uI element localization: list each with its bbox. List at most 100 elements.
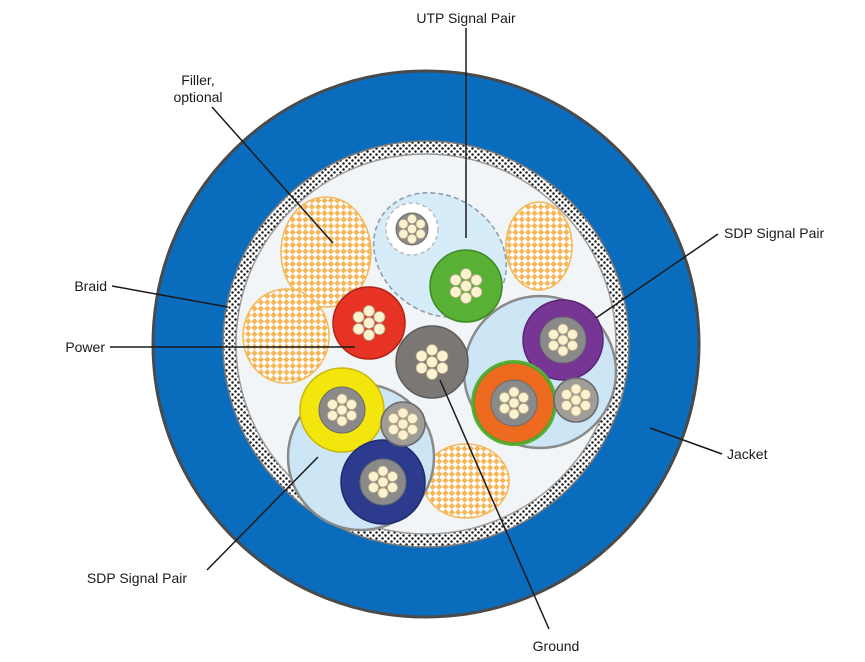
label-sdp-signal-pair-left: SDP Signal Pair <box>87 570 187 586</box>
power-conductor <box>332 286 406 360</box>
utp-green-conductor-strand <box>460 292 472 304</box>
sdp-navy-conductor-strand <box>377 487 389 499</box>
sdp-right-drain-strand <box>570 383 582 395</box>
sdp-navy-conductor-strand <box>368 482 379 493</box>
ground-conductor-strand <box>436 362 449 374</box>
utp-white-conductor-strand <box>406 213 417 224</box>
power-conductor-strand <box>373 311 386 323</box>
sdp-yellow-conductor-strand <box>327 410 338 421</box>
sdp-left-drain-strand <box>388 413 399 424</box>
power-conductor-strand <box>352 311 365 323</box>
sdp-purple-conductor-strand <box>557 323 569 335</box>
ground-conductor-strand <box>415 350 428 362</box>
sdp-purple-conductor-strand <box>567 340 578 351</box>
ground-conductor-strand <box>426 344 438 356</box>
utp-green-conductor-strand <box>449 274 462 286</box>
sdp-left-drain-strand <box>407 413 418 424</box>
leader-braid <box>111 285 229 308</box>
label-ground: Ground <box>533 638 580 654</box>
sdp-navy-conductor-strand <box>387 482 398 493</box>
sdp-yellow-conductor-strand <box>346 410 357 421</box>
sdp-left-drain-strand <box>407 424 418 435</box>
filler-top-left <box>280 196 372 308</box>
sdp-left-drain-strand <box>397 429 409 441</box>
utp-white-conductor-strand <box>406 233 417 244</box>
power-conductor-strand <box>373 323 386 335</box>
sdp-right-drain-strand <box>580 389 591 400</box>
sdp-yellow-conductor <box>299 367 385 453</box>
sdp-right-drain-strand <box>580 400 591 411</box>
sdp-left-drain <box>380 401 426 447</box>
ground-conductor-strand <box>426 368 438 380</box>
leader-jacket <box>649 427 723 455</box>
sdp-purple-conductor-strand <box>548 340 559 351</box>
utp-white-conductor-strand <box>406 223 417 234</box>
ground-conductor <box>395 325 469 399</box>
sdp-orange-conductor <box>471 360 557 446</box>
label-braid: Braid <box>74 278 107 294</box>
leader-filler <box>211 106 334 244</box>
sdp-right-drain <box>553 377 599 423</box>
leader-ground <box>439 379 550 630</box>
sdp-left-drain-strand <box>388 424 399 435</box>
sdp-navy-conductor-strand <box>387 471 398 482</box>
sdp-yellow-conductor-strand <box>336 393 348 405</box>
sdp-orange-conductor-strand <box>508 408 520 420</box>
label-filler-line2: optional <box>173 89 222 105</box>
label-filler-line1: Filler, <box>181 72 214 88</box>
sdp-navy-conductor-strand <box>377 476 389 488</box>
sdp-right-drain-strand <box>570 394 582 406</box>
sdp-orange-conductor-strand <box>508 397 520 409</box>
sdp-purple-conductor-strand <box>567 329 578 340</box>
ground-conductor-strand <box>436 350 449 362</box>
utp-white-conductor-strand <box>415 228 426 239</box>
filler-right-top <box>505 201 573 291</box>
utp-white-conductor-strand <box>398 228 409 239</box>
label-power: Power <box>65 339 105 355</box>
utp-green-conductor-strand <box>460 280 472 292</box>
sdp-orange-conductor-strand <box>508 386 520 398</box>
power-conductor-strand <box>363 305 375 317</box>
utp-green-conductor-strand <box>470 286 483 298</box>
label-utp-signal-pair: UTP Signal Pair <box>416 10 516 26</box>
ground-conductor-strand <box>415 362 428 374</box>
utp-green-conductor-strand <box>460 268 472 280</box>
sdp-orange-conductor-strand <box>518 392 529 403</box>
sdp-orange-conductor-strand <box>499 403 510 414</box>
ground-conductor-strand <box>426 356 438 368</box>
sdp-yellow-conductor-strand <box>336 415 348 427</box>
sdp-purple-conductor-strand <box>557 334 569 346</box>
leader-sdp-right <box>595 233 719 319</box>
sdp-purple-conductor-strand <box>557 345 569 357</box>
utp-white-conductor-strand <box>398 218 409 229</box>
utp-green-conductor-strand <box>449 286 462 298</box>
filler-left <box>242 288 330 384</box>
label-jacket: Jacket <box>727 446 768 462</box>
sdp-navy-conductor <box>340 439 426 525</box>
leader-sdp-left <box>206 456 319 571</box>
utp-green-conductor <box>429 249 503 323</box>
utp-white-conductor-strand <box>415 218 426 229</box>
sdp-right-drain-strand <box>561 389 572 400</box>
utp-white-conductor <box>385 202 439 256</box>
sdp-right-drain-strand <box>561 400 572 411</box>
conductors-layer <box>299 202 604 525</box>
power-conductor-strand <box>363 317 375 329</box>
label-sdp-signal-pair-right: SDP Signal Pair <box>724 225 824 241</box>
sdp-purple-conductor <box>522 299 604 381</box>
sdp-orange-conductor-strand <box>518 403 529 414</box>
sdp-purple-conductor-strand <box>548 329 559 340</box>
sdp-yellow-conductor-strand <box>327 399 338 410</box>
sdp-yellow-conductor-strand <box>336 404 348 416</box>
power-conductor-strand <box>363 329 375 341</box>
power-conductor-strand <box>352 323 365 335</box>
sdp-right-drain-strand <box>570 405 582 417</box>
sdp-left-drain-strand <box>397 418 409 430</box>
sdp-yellow-conductor-strand <box>346 399 357 410</box>
sdp-navy-conductor-strand <box>368 471 379 482</box>
sdp-orange-conductor-strand <box>499 392 510 403</box>
sdp-left-drain-strand <box>397 407 409 419</box>
sdp-navy-conductor-strand <box>377 465 389 477</box>
utp-green-conductor-strand <box>470 274 483 286</box>
